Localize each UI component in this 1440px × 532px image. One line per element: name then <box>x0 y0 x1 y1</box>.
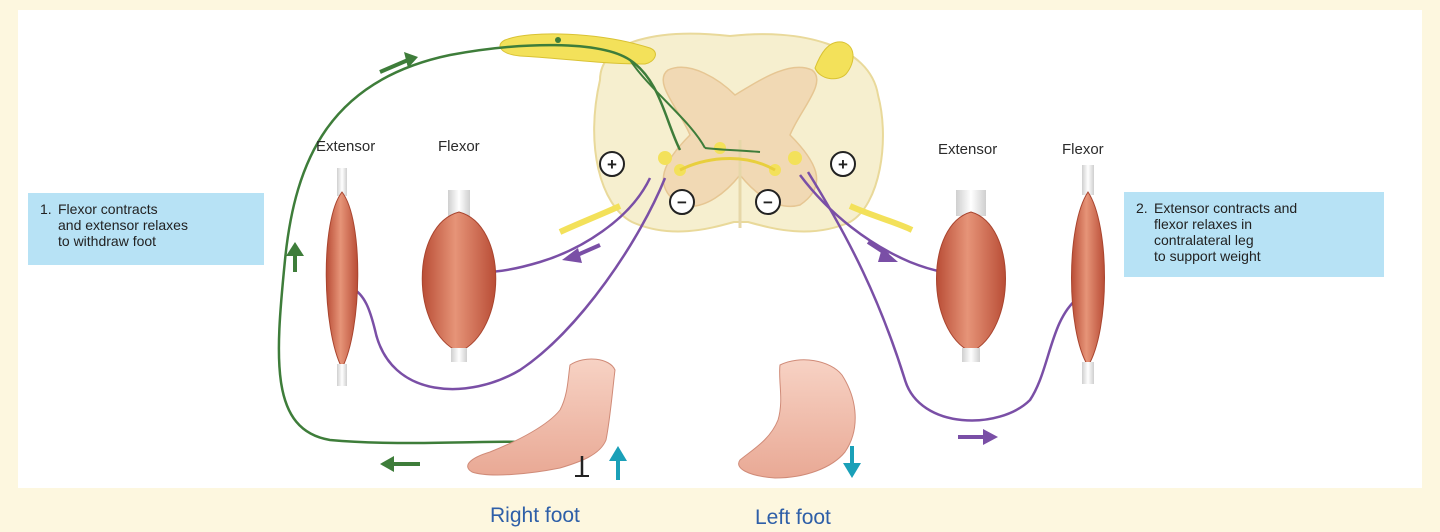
plus-sign-left-text: + <box>607 155 617 174</box>
callout-withdrawal-line-3: to withdraw foot <box>58 233 157 249</box>
callout-number: 2. <box>1136 200 1148 216</box>
muscle-right-flexor <box>421 190 497 362</box>
label-right-foot: Right foot <box>490 504 580 527</box>
callout-withdrawal-line-1: 1. Flexor contracts <box>40 201 252 217</box>
plus-sign-left: + <box>599 151 625 177</box>
minus-sign-right-text: − <box>763 193 773 212</box>
muscle-right-extensor <box>325 168 359 386</box>
ventral-root-right <box>848 203 914 233</box>
callout-support-line-4: to support weight <box>1154 248 1261 264</box>
ventral-root-left <box>558 203 622 235</box>
label-left-flexor: Flexor <box>1062 141 1104 158</box>
label-left-foot: Left foot <box>755 506 831 529</box>
callout-withdrawal: 1.Flexor contracts and extensor relaxes … <box>28 193 264 265</box>
plus-sign-right: + <box>830 151 856 177</box>
motor-arrow-bottom-icon <box>958 429 998 445</box>
callout-support-line-3: contralateral leg <box>1154 232 1254 248</box>
interneurons <box>658 142 802 176</box>
callout-text: Extensor contracts and <box>1154 200 1298 216</box>
label-right-extensor: Extensor <box>316 138 376 155</box>
dorsal-root-ganglion-right <box>814 41 854 80</box>
motor-arrow-left-icon <box>562 243 601 263</box>
label-left-extensor: Extensor <box>938 141 998 158</box>
callout-support: 2. Extensor contracts and flexor relaxes … <box>1124 192 1384 277</box>
motor-neuron-left-flexor <box>484 177 652 274</box>
spinal-cord <box>593 32 884 233</box>
motor-neuron-left-extensor <box>351 177 667 391</box>
right-foot <box>467 358 616 476</box>
motor-neuron-right-flexor <box>806 171 1079 422</box>
left-foot <box>738 359 856 479</box>
minus-sign-left: − <box>669 189 695 215</box>
muscle-left-flexor <box>1071 165 1105 384</box>
callout-support-line-2: flexor relaxes in <box>1154 216 1253 232</box>
dorsal-root-ganglion-left <box>499 33 656 65</box>
callout-support-line-1: 2. Extensor contracts and <box>1136 200 1372 216</box>
sensory-arrow-up-icon <box>286 242 304 272</box>
sensory-neuron <box>277 37 761 456</box>
arrow-down-icon <box>843 446 861 478</box>
callout-number: 1. <box>40 201 52 217</box>
plus-sign-right-text: + <box>838 155 848 174</box>
minus-sign-left-text: − <box>677 193 687 212</box>
callout-text: Flexor contracts <box>58 201 158 217</box>
thumbtack-icon <box>575 456 589 477</box>
callout-withdrawal-line-2: and extensor relaxes <box>58 217 188 233</box>
muscle-left-extensor <box>936 190 1006 362</box>
sensory-arrow-top-icon <box>379 52 418 74</box>
label-right-flexor: Flexor <box>438 138 480 155</box>
minus-sign-right: − <box>755 189 781 215</box>
arrow-up-icon <box>609 446 627 480</box>
motor-arrow-right-icon <box>866 240 898 262</box>
sensory-arrow-bottom-icon <box>380 456 420 472</box>
